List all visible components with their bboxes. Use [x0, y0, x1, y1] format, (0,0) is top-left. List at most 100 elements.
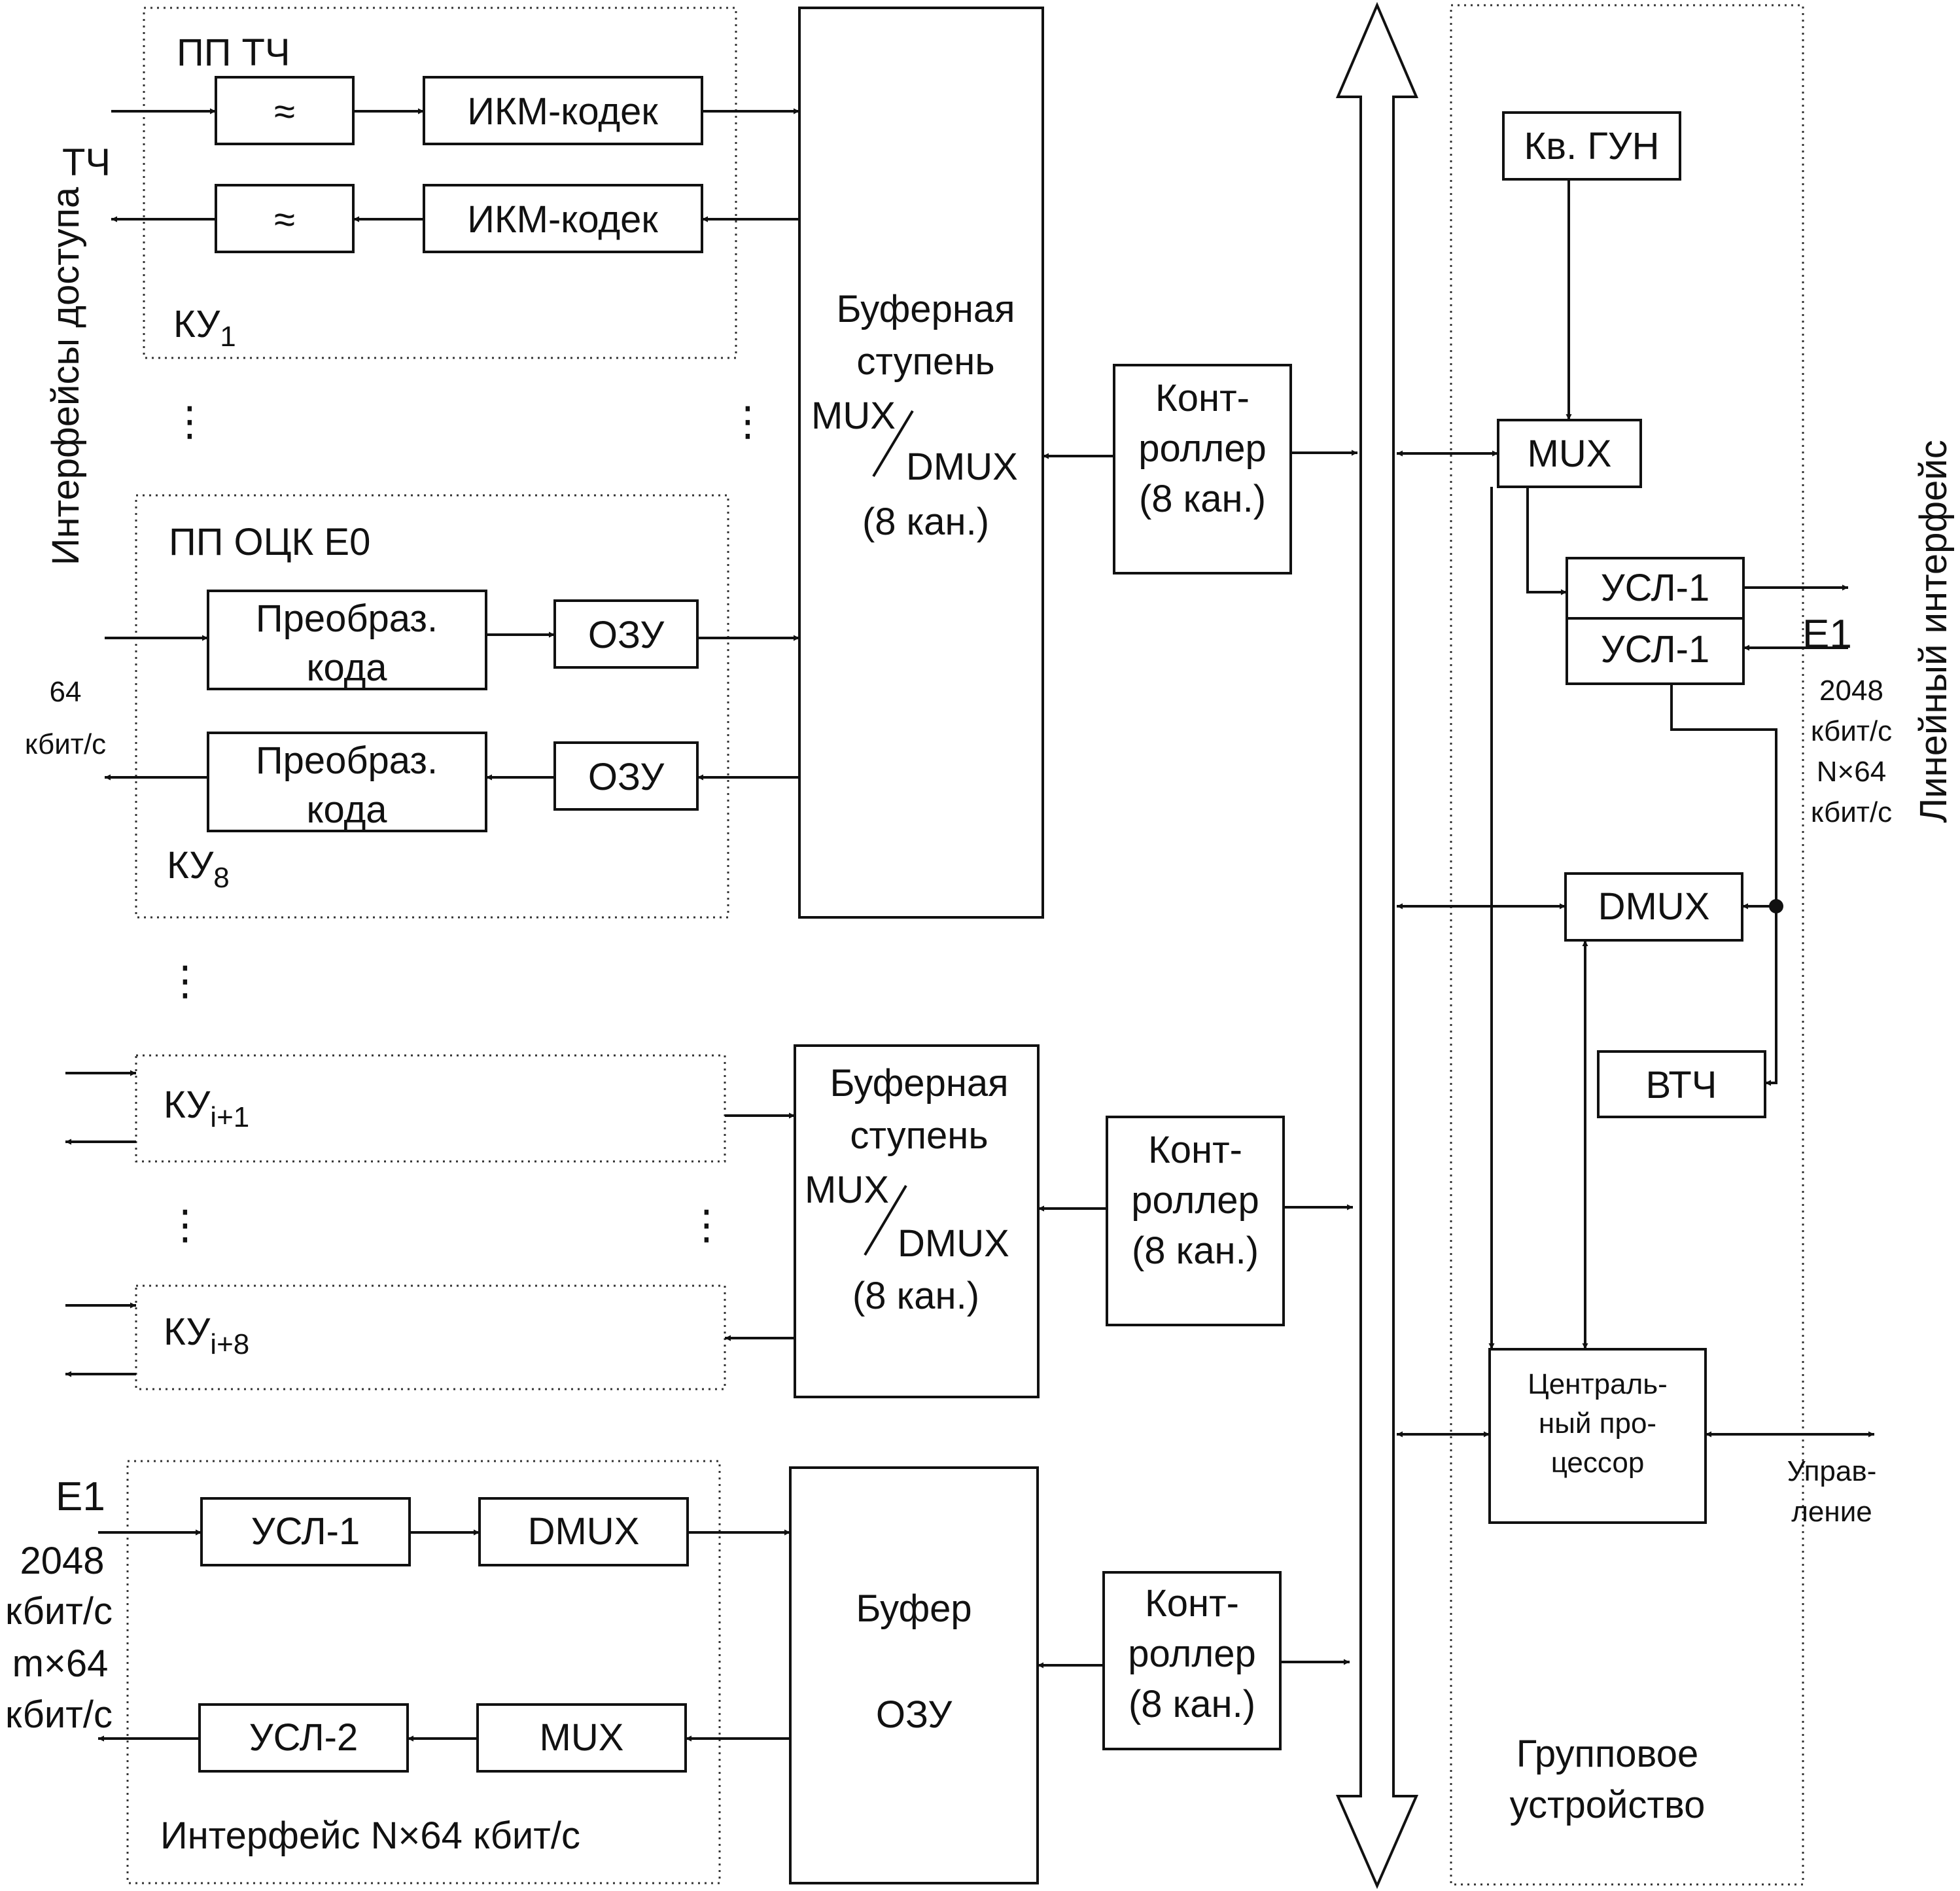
ku1-codec-in-label: ИКМ-кодек — [467, 90, 658, 133]
usl1-bottom-box — [1566, 617, 1745, 685]
ku8-label: КУ8 — [167, 844, 230, 894]
control-line1: Управ- — [1787, 1455, 1877, 1487]
buffer-stage-2-dmux: DMUX — [898, 1222, 1009, 1265]
ku8-rate-line2: кбит/с — [25, 728, 106, 760]
voice-channel-label: ТЧ — [62, 141, 111, 184]
ellipsis-3: ⋮ — [165, 959, 205, 1004]
buffer-stage-2: Буферная ступень MUX DMUX (8 кан.) — [794, 1044, 1040, 1398]
mux-to-usl1-top — [1526, 487, 1567, 595]
group-device-title-line2: устройство — [1510, 1784, 1706, 1826]
buffer-ram-line1: Буфер — [856, 1587, 971, 1630]
group-device-title-line1: Групповое — [1516, 1733, 1699, 1775]
controller-1-line2: роллер — [1138, 427, 1266, 470]
controller-3-line1: Конт- — [1145, 1582, 1239, 1625]
control-line2: ление — [1791, 1496, 1872, 1528]
nx64-rate-line2: кбит/с — [5, 1590, 113, 1633]
nx64-rate-line4: кбит/с — [5, 1693, 113, 1736]
ku-i1-label: КУi+1 — [164, 1084, 249, 1133]
group-rate-line3: N×64 — [1817, 756, 1886, 788]
usl1-top-label: УСЛ-1 — [1601, 567, 1709, 609]
nx64-usl2-label: УСЛ-2 — [249, 1716, 358, 1759]
controller-3: Конт- роллер (8 кан.) — [1038, 1571, 1350, 1750]
ku8-converter-out-line1: Преобраз. — [256, 739, 438, 782]
buffer-stage-1: Буферная ступень MUX DMUX (8 кан.) — [798, 7, 1044, 919]
ku8-boundary — [135, 494, 729, 919]
controller-2-line1: Конт- — [1148, 1129, 1242, 1171]
ku1-title: ПП ТЧ — [177, 31, 290, 74]
line-interface-label: Линейный интерфейс — [1912, 440, 1955, 823]
controller-2: Конт- роллер (8 кан.) — [1038, 1116, 1353, 1326]
ku1-boundary — [143, 7, 737, 359]
ku1-codec-in — [423, 76, 703, 145]
ku-i8-boundary — [135, 1284, 726, 1390]
nx64-group: УСЛ-1 DMUX УСЛ-2 MUX Интерфейс N×64 кбит… — [5, 1460, 790, 1884]
controller-2-line2: роллер — [1131, 1179, 1259, 1222]
group-dmux-label: DMUX — [1598, 885, 1710, 928]
ku8-converter-in — [207, 590, 487, 690]
cpu-box — [1488, 1348, 1707, 1524]
buffer-ram: Буфер ОЗУ — [789, 1466, 1039, 1884]
buffer-stage-1-dmux: DMUX — [906, 446, 1018, 488]
ku1-codec-out-label: ИКМ-кодек — [467, 198, 658, 241]
ku8-ram-in — [553, 599, 699, 669]
vco-box — [1502, 111, 1681, 181]
nx64-dmux — [478, 1497, 689, 1566]
buffer-stage-2-channels: (8 кан.) — [852, 1275, 979, 1317]
group-device-boundary — [1450, 4, 1804, 1886]
ku1-filter-out-symbol: ≈ — [274, 198, 295, 241]
nx64-boundary — [126, 1460, 721, 1884]
ku1-label: КУ1 — [173, 303, 236, 353]
nx64-title: Интерфейс N×64 кбит/с — [160, 1814, 580, 1857]
group-rate-line1: 2048 — [1819, 675, 1883, 707]
usl1-bottom-label: УСЛ-1 — [1601, 628, 1709, 671]
ku8-converter-out-line2: кода — [306, 788, 387, 831]
nx64-rate-line1: 2048 — [20, 1540, 104, 1582]
buffer-stage-1-line1: Буферная — [836, 288, 1015, 330]
ellipsis-2: ⋮ — [727, 399, 768, 444]
ku8-group: ПП ОЦК Е0 Преобраз. кода ОЗУ Преобраз. к… — [25, 494, 799, 919]
usl1-to-junction — [1670, 684, 1777, 1086]
ku8-ram-out — [553, 741, 699, 811]
ku8-title: ПП ОЦК Е0 — [169, 521, 370, 563]
buffer-ram-box — [789, 1466, 1039, 1884]
ku8-ram-out-label: ОЗУ — [588, 756, 665, 798]
cpu-line1: Централь- — [1528, 1368, 1668, 1400]
buffer-stage-1-mux: MUX — [811, 395, 896, 437]
access-interfaces-label: Интерфейсы доступа — [44, 186, 87, 565]
controller-1-box — [1113, 364, 1292, 574]
buffer-stage-1-slash — [872, 410, 914, 478]
group-mux-label: MUX — [1528, 433, 1612, 475]
controller-1: Конт- роллер (8 кан.) — [1043, 364, 1357, 574]
buffer-stage-1-line2: ступень — [856, 340, 994, 383]
group-rate-line4: кбит/с — [1811, 796, 1892, 828]
ellipsis-1: ⋮ — [169, 399, 210, 444]
ku-i8-label: КУi+8 — [164, 1311, 249, 1360]
buffer-stage-2-box — [794, 1044, 1040, 1398]
vtch-box — [1597, 1050, 1766, 1118]
controller-2-line3: (8 кан.) — [1132, 1229, 1259, 1272]
controller-3-line3: (8 кан.) — [1129, 1683, 1255, 1725]
ellipsis-5: ⋮ — [686, 1203, 727, 1248]
system-bus — [1335, 1, 1419, 1889]
vco-label: Кв. ГУН — [1524, 125, 1660, 168]
group-rate-line2: кбит/с — [1811, 715, 1892, 747]
nx64-mux — [476, 1703, 687, 1773]
group-device: Кв. ГУН MUX УСЛ-1 УСЛ-1 E1 2048 кбит/с N… — [1397, 4, 1892, 1886]
nx64-mux-label: MUX — [540, 1716, 624, 1759]
ellipsis-4: ⋮ — [165, 1203, 205, 1248]
ku8-converter-in-line1: Преобраз. — [256, 597, 438, 640]
ku-i8-group: КУi+8 — [65, 1284, 795, 1390]
controller-2-box — [1106, 1116, 1285, 1326]
buffer-stage-2-mux: MUX — [805, 1169, 889, 1211]
ku-i1-boundary — [135, 1054, 726, 1163]
buffer-stage-2-line2: ступень — [850, 1114, 988, 1157]
controller-1-line3: (8 кан.) — [1139, 478, 1266, 520]
buffer-stage-1-box — [798, 7, 1044, 919]
ku1-filter-in-symbol: ≈ — [274, 90, 295, 133]
ku1-group: ПП ТЧ ≈ ИКМ-кодек ≈ ИКМ-кодек КУ1 ТЧ — [62, 7, 799, 359]
controller-3-box — [1102, 1571, 1282, 1750]
group-e1-label: E1 — [1802, 612, 1852, 657]
usl1-top-box — [1566, 557, 1745, 620]
ku8-converter-in-line2: кода — [306, 646, 387, 689]
